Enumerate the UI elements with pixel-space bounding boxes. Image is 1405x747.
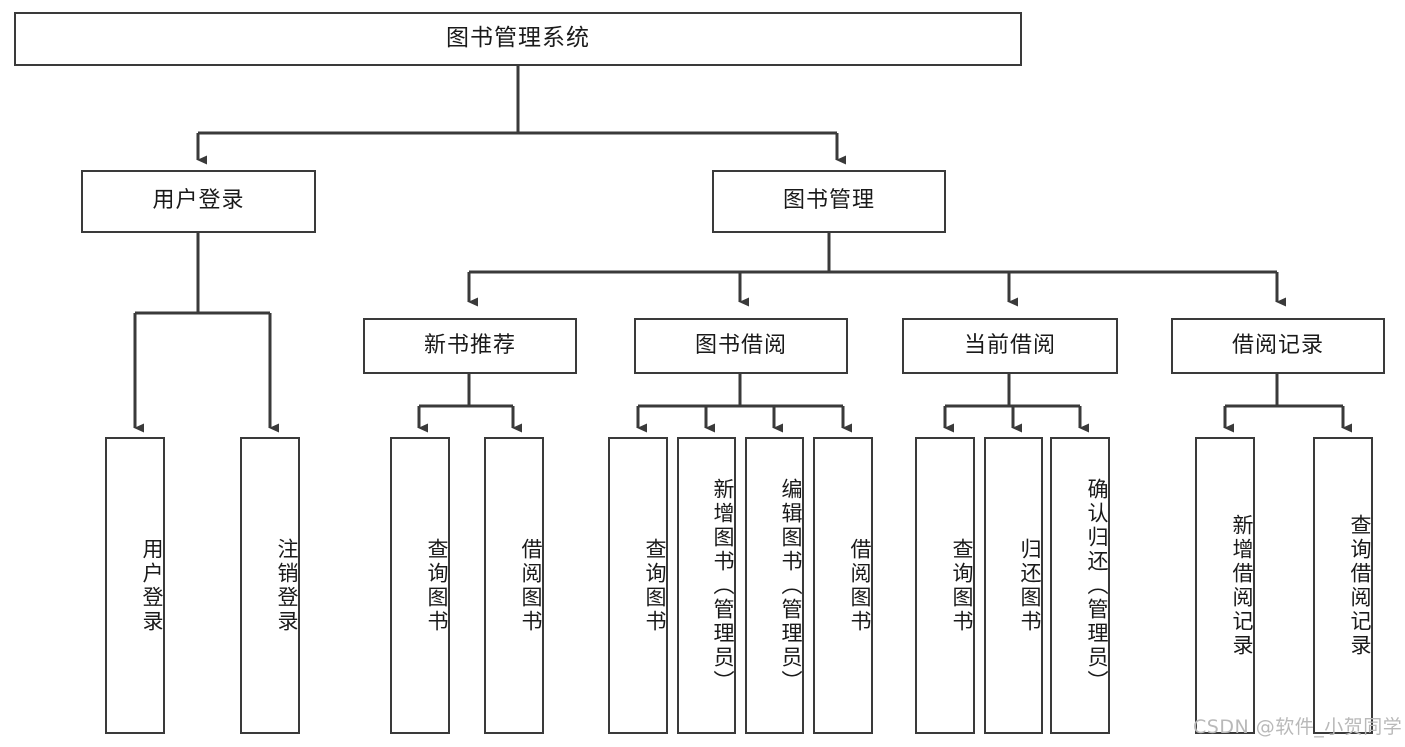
node-current-borrow[interactable]: 当前借阅: [902, 318, 1118, 374]
leaf-label: 归还图书: [1018, 537, 1042, 634]
leaf-recommend-borrow-book[interactable]: 借阅图书: [484, 437, 544, 734]
leaf-current-confirm-return-admin[interactable]: 确认归还（管理员）: [1050, 437, 1110, 734]
leaf-label: 查询图书: [425, 537, 449, 634]
leaf-label: 查询图书: [950, 537, 974, 634]
leaf-user-login-signin[interactable]: 用户登录: [105, 437, 165, 734]
leaf-recommend-query-book[interactable]: 查询图书: [390, 437, 450, 734]
leaf-borrow-borrow-book[interactable]: 借阅图书: [813, 437, 873, 734]
leaf-label: 查询图书: [643, 537, 667, 634]
node-book-management[interactable]: 图书管理: [712, 170, 946, 233]
leaf-label: 查询借阅记录: [1348, 513, 1372, 658]
leaf-record-add-record[interactable]: 新增借阅记录: [1195, 437, 1255, 734]
leaf-borrow-add-book-admin[interactable]: 新增图书（管理员）: [677, 437, 736, 734]
leaf-borrow-edit-book-admin[interactable]: 编辑图书（管理员）: [745, 437, 804, 734]
leaf-label: 编辑图书（管理员）: [779, 477, 803, 694]
leaf-label: 新增图书（管理员）: [711, 477, 735, 694]
leaf-label: 借阅图书: [519, 537, 543, 634]
node-root-system[interactable]: 图书管理系统: [14, 12, 1022, 66]
leaf-label: 确认归还（管理员）: [1085, 477, 1109, 694]
leaf-current-return-book[interactable]: 归还图书: [984, 437, 1043, 734]
node-new-book-recommend[interactable]: 新书推荐: [363, 318, 577, 374]
leaf-current-query-book[interactable]: 查询图书: [915, 437, 975, 734]
leaf-label: 新增借阅记录: [1230, 513, 1254, 658]
leaf-record-query-record[interactable]: 查询借阅记录: [1313, 437, 1373, 734]
node-borrow-record[interactable]: 借阅记录: [1171, 318, 1385, 374]
leaf-label: 注销登录: [275, 537, 299, 634]
leaf-user-login-signout[interactable]: 注销登录: [240, 437, 300, 734]
node-book-borrow[interactable]: 图书借阅: [634, 318, 848, 374]
leaf-borrow-query-book[interactable]: 查询图书: [608, 437, 668, 734]
leaf-label: 借阅图书: [848, 537, 872, 634]
watermark-csdn: CSDN @软件_小贺同学: [1193, 716, 1403, 738]
leaf-label: 用户登录: [140, 537, 164, 634]
node-user-login[interactable]: 用户登录: [81, 170, 316, 233]
